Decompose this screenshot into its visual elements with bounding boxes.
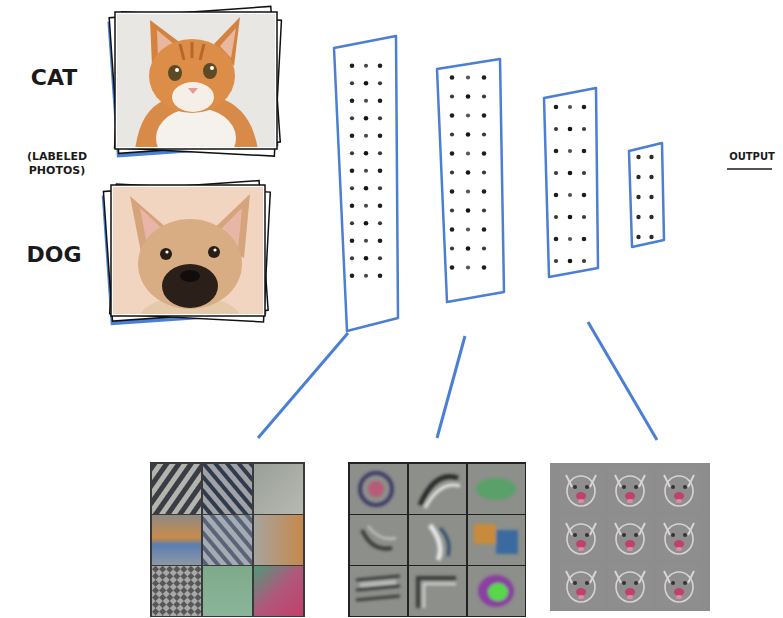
dog-photo bbox=[113, 187, 263, 314]
photo-card bbox=[110, 184, 271, 322]
output-label: OUTPUT bbox=[725, 151, 779, 162]
neuron-dots bbox=[345, 57, 387, 285]
feature-grid-mid bbox=[348, 462, 526, 617]
layer-outline bbox=[629, 143, 664, 247]
face-feature bbox=[657, 515, 701, 559]
class-label: DOG bbox=[20, 243, 88, 267]
leader-line bbox=[258, 333, 348, 438]
layer-outline bbox=[544, 88, 598, 277]
class-label: CAT bbox=[20, 66, 88, 90]
cat-photo bbox=[117, 14, 275, 147]
face-feature bbox=[608, 515, 652, 559]
layer-panel bbox=[334, 36, 398, 331]
photo-frame bbox=[111, 185, 265, 316]
layer-panel bbox=[544, 88, 598, 277]
neuron-dots bbox=[549, 96, 591, 272]
cat-photo-stack bbox=[107, 6, 281, 168]
feature-grid-high bbox=[550, 463, 710, 611]
group-label: (LABELED PHOTOS) bbox=[20, 150, 94, 178]
face-feature bbox=[657, 563, 701, 607]
layer-outline bbox=[334, 36, 398, 331]
dog-photo-stack bbox=[102, 181, 271, 340]
photo-shadow bbox=[102, 185, 267, 326]
photo-card bbox=[103, 181, 268, 322]
neuron-dots bbox=[444, 68, 492, 277]
output-underline bbox=[727, 168, 772, 170]
face-feature bbox=[608, 467, 652, 511]
layer-outline bbox=[437, 59, 504, 302]
feature-grid-low bbox=[150, 462, 305, 617]
leader-line bbox=[437, 336, 465, 438]
leader-line bbox=[588, 322, 657, 440]
layer-panel bbox=[629, 143, 664, 247]
face-feature bbox=[608, 563, 652, 607]
face-feature bbox=[559, 515, 603, 559]
face-feature bbox=[559, 467, 603, 511]
face-feature bbox=[559, 563, 603, 607]
face-feature bbox=[657, 467, 701, 511]
layer-panel bbox=[437, 59, 504, 302]
neuron-dots bbox=[632, 147, 658, 247]
